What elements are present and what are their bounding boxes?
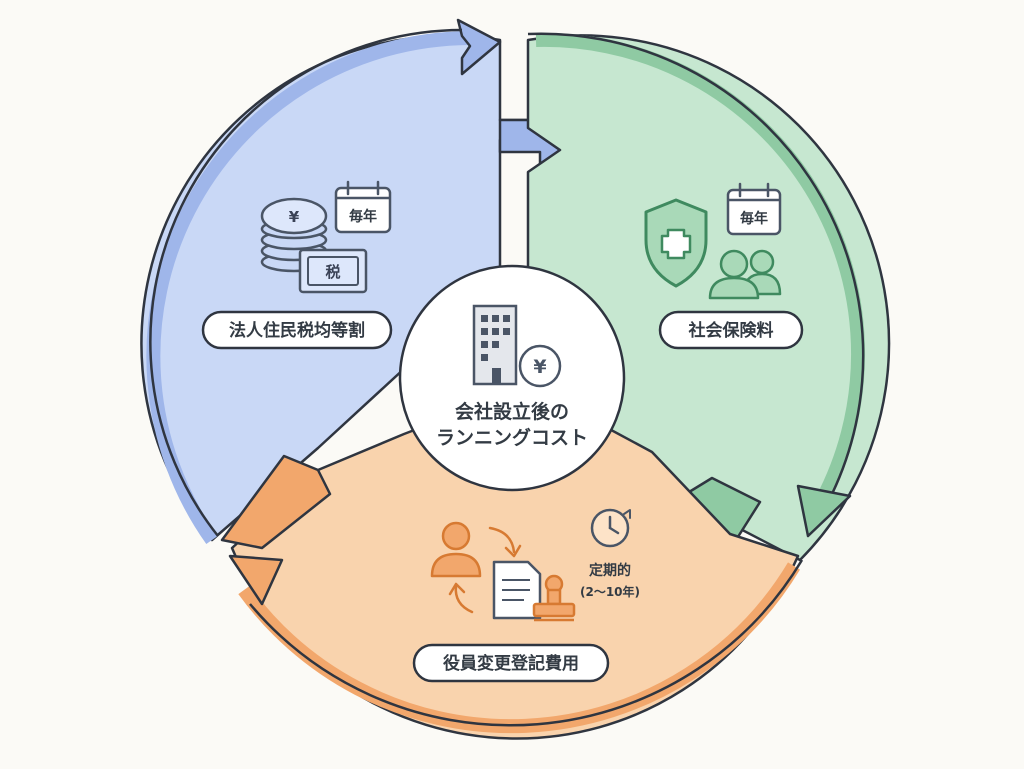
calendar-frequency-label: 毎年 xyxy=(740,210,768,227)
document-icon xyxy=(492,560,542,620)
segment-officer-change-pointer xyxy=(220,454,332,550)
segment-resident-tax-arrow-head xyxy=(456,18,502,76)
label-social-insurance: 社会保険料 xyxy=(688,320,774,341)
people-icon xyxy=(708,249,782,300)
clock-icon xyxy=(590,508,631,548)
person-icon xyxy=(430,521,482,578)
segment-social-insurance: 毎年 社会保険料 xyxy=(526,32,891,562)
tax-bill-icon: 税 xyxy=(298,248,368,294)
center-yen-symbol: ¥ xyxy=(533,356,546,378)
label-pill-resident-tax: 法人住民税均等割 xyxy=(201,310,393,350)
label-pill-social-insurance: 社会保険料 xyxy=(658,310,804,350)
stamp-icon xyxy=(532,574,576,622)
center-title-line2: ランニングコスト xyxy=(436,426,588,449)
label-resident-tax: 法人住民税均等割 xyxy=(229,320,365,341)
segment-resident-tax-arrow-band xyxy=(146,31,471,545)
segment-social-insurance-arrow-band xyxy=(535,32,865,504)
segment-officer-change-arrow-outline xyxy=(249,559,804,727)
yen-coin-icon: ¥ xyxy=(518,344,562,388)
segment-social-insurance-arrow-head xyxy=(796,484,852,538)
period-range-label: (2〜10年) xyxy=(580,584,640,599)
coin-yen-symbol: ¥ xyxy=(289,208,300,226)
segment-resident-tax: ¥ 税 毎年 法人住民税均等割 xyxy=(140,18,562,545)
calendar-icon: 毎年 xyxy=(334,180,392,234)
segment-officer-change-arrow-head xyxy=(228,554,284,606)
cycle-arrow-icon xyxy=(448,526,522,614)
office-building-icon xyxy=(472,304,518,386)
label-pill-officer-change: 役員変更登記費用 xyxy=(412,643,610,683)
health-shield-icon xyxy=(644,198,708,288)
tax-badge-label: 税 xyxy=(325,263,340,281)
calendar-frequency-label: 毎年 xyxy=(349,208,377,225)
segment-social-insurance-arrow-outline xyxy=(527,32,865,495)
segment-resident-tax-arrow-outline xyxy=(149,28,463,537)
period-label: 定期的 xyxy=(589,562,631,579)
segment-officer-change: 定期的 (2〜10年) 役員変更登記費用 xyxy=(220,422,804,740)
label-officer-change: 役員変更登記費用 xyxy=(443,653,579,674)
center-title-line1: 会社設立後の xyxy=(455,400,569,423)
center-hub: ¥ 会社設立後の ランニングコスト xyxy=(398,264,626,492)
calendar-icon: 毎年 xyxy=(726,182,782,236)
